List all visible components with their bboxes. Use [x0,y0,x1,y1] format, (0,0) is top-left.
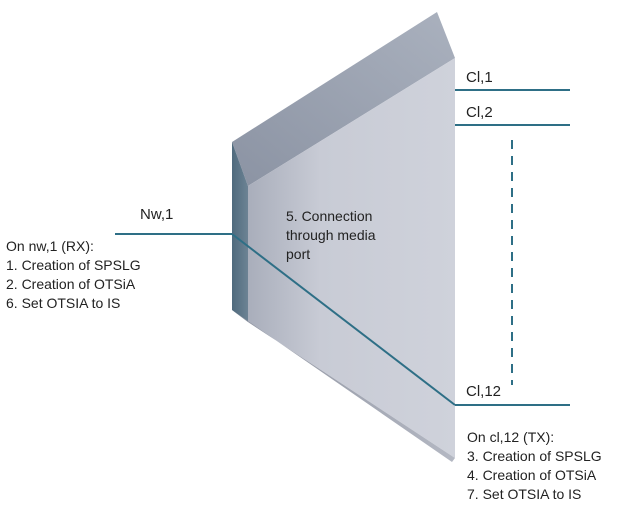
cl12-port-label: Cl,12 [466,383,502,400]
tx-notes-title: On cl,12 (TX): [467,429,555,445]
nw1-port-label: Nw,1 [140,206,174,223]
cross-connection-line [231,233,456,406]
rx-notes: On nw,1 (RX): 1. Creation of SPSLG 2. Cr… [6,237,141,313]
block-bottom-edge [232,310,455,462]
cl2-port-label: Cl,2 [466,104,493,121]
rx-notes-step: 1. Creation of SPSLG [6,257,141,273]
block-top-face [232,12,455,186]
rx-notes-step: 6. Set OTSIA to IS [6,295,121,311]
block-front-face [248,58,455,458]
cl1-port-label: Cl,1 [466,69,493,86]
rx-notes-step: 2. Creation of OTSiA [6,276,136,292]
connection-note-line: 5. Connection [286,208,373,224]
tx-notes: On cl,12 (TX): 3. Creation of SPSLG 4. C… [467,428,602,504]
connection-note: 5. Connection through media port [286,207,376,264]
tx-notes-step: 4. Creation of OTSiA [467,467,597,483]
tx-notes-step: 7. Set OTSIA to IS [467,486,582,502]
connection-note-line: port [286,246,311,262]
connection-note-line: through media [286,227,376,243]
block-side-face [232,142,248,322]
tx-notes-step: 3. Creation of SPSLG [467,448,602,464]
rx-notes-title: On nw,1 (RX): [6,238,94,254]
